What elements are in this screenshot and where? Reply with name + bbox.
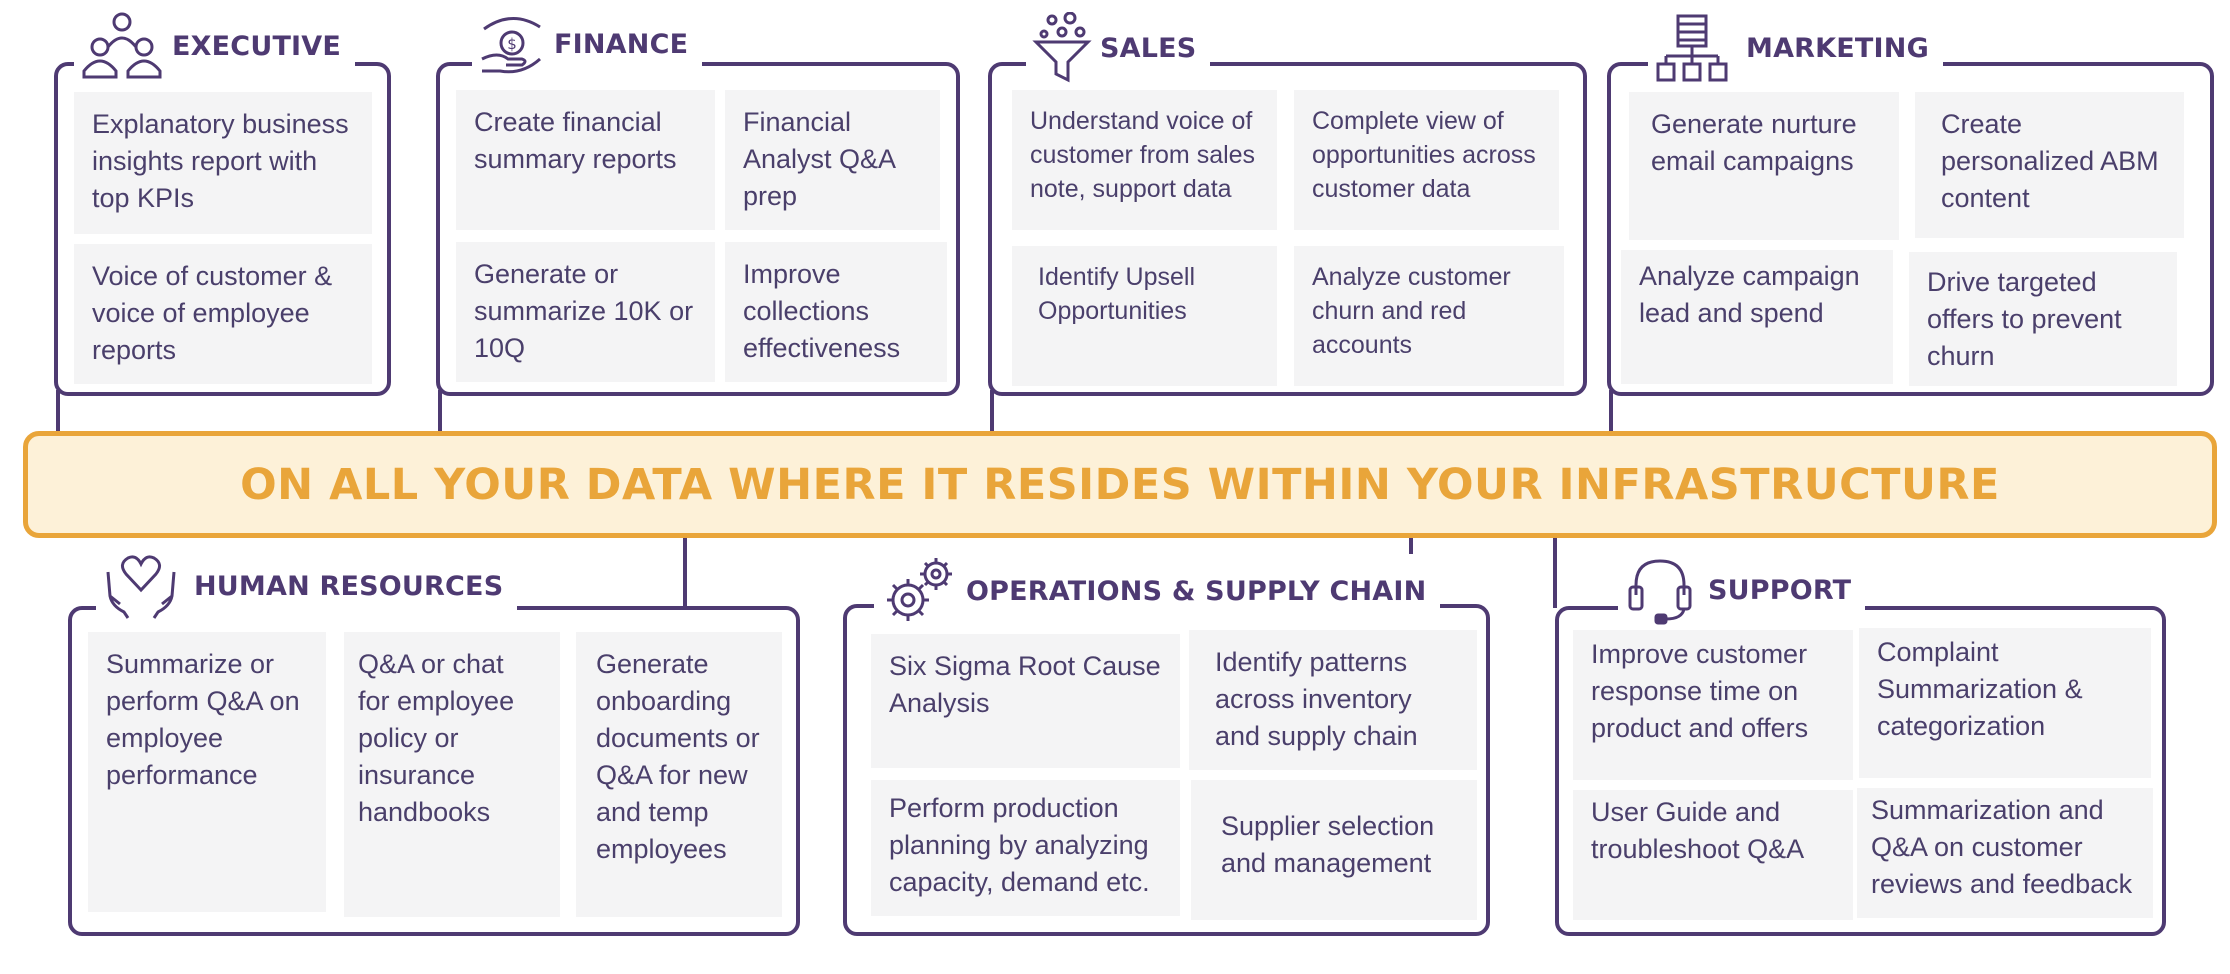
support-title: SUPPORT <box>1708 574 1852 606</box>
operations-title: OPERATIONS & SUPPLY CHAIN <box>966 575 1427 607</box>
hr-card-1: Summarize or perform Q&A on employee per… <box>88 632 326 912</box>
operations-panel: Six Sigma Root Cause Analysis Identify p… <box>843 604 1490 936</box>
sales-card-2: Complete view of opportunities across cu… <box>1294 90 1559 230</box>
marketing-card-2: Create personalized ABM content <box>1915 92 2184 238</box>
executive-title: EXECUTIVE <box>172 30 342 62</box>
hr-panel: Summarize or perform Q&A on employee per… <box>68 606 800 936</box>
marketing-panel: Generate nurture email campaigns Create … <box>1607 62 2214 396</box>
support-card-2: Complaint Summarization & categorization <box>1859 628 2151 778</box>
finance-card-3: Generate or summarize 10K or 10Q <box>456 242 715 382</box>
finance-card-4: Improve collections effectiveness <box>725 242 947 382</box>
banner-text: ON ALL YOUR DATA WHERE IT RESIDES WITHIN… <box>240 459 2000 510</box>
gears-icon <box>887 558 952 621</box>
connector-marketing <box>1609 390 1613 435</box>
headset-icon <box>1628 559 1692 625</box>
org-network-icon <box>1656 14 1728 82</box>
sales-panel: Understand voice of customer from sales … <box>988 62 1587 396</box>
hr-card-2: Q&A or chat for employee policy or insur… <box>344 632 560 917</box>
infrastructure-banner: ON ALL YOUR DATA WHERE IT RESIDES WITHIN… <box>23 431 2217 538</box>
executive-panel: Explanatory business insights report wit… <box>54 62 391 396</box>
finance-card-1: Create financial summary reports <box>456 90 715 230</box>
finance-card-2: Financial Analyst Q&A prep <box>725 90 940 230</box>
heart-hands-icon <box>106 555 176 619</box>
connector-finance <box>438 390 442 435</box>
marketing-title: MARKETING <box>1746 32 1929 64</box>
sales-card-1: Understand voice of customer from sales … <box>1012 90 1277 230</box>
support-card-3: User Guide and troubleshoot Q&A <box>1573 790 1853 920</box>
finance-panel: Create financial summary reports Financi… <box>436 62 960 396</box>
operations-header: OPERATIONS & SUPPLY CHAIN <box>874 554 1441 628</box>
hr-title: HUMAN RESOURCES <box>194 570 504 602</box>
svg-text:$: $ <box>507 35 517 53</box>
finance-header: $ FINANCE <box>472 14 703 74</box>
people-group-icon <box>82 12 162 79</box>
connector-executive <box>56 390 60 435</box>
sales-card-4: Analyze customer churn and red accounts <box>1294 246 1564 386</box>
executive-card-1: Explanatory business insights report wit… <box>74 92 372 234</box>
support-panel: Improve customer response time on produc… <box>1555 606 2166 936</box>
sales-card-3: Identify Upsell Opportunities <box>1012 246 1277 386</box>
support-card-1: Improve customer response time on produc… <box>1573 630 1853 780</box>
operations-card-1: Six Sigma Root Cause Analysis <box>871 634 1180 768</box>
connector-sales <box>990 390 994 435</box>
connector-support <box>1553 536 1557 608</box>
support-header: SUPPORT <box>1618 554 1866 626</box>
marketing-card-1: Generate nurture email campaigns <box>1629 92 1899 240</box>
marketing-card-3: Analyze campaign lead and spend <box>1621 250 1893 384</box>
operations-card-4: Supplier selection and management <box>1191 780 1477 920</box>
connector-hr <box>683 536 687 608</box>
marketing-header: MARKETING <box>1648 10 1943 86</box>
funnel-icon <box>1032 12 1092 83</box>
operations-card-3: Perform production planning by analyzing… <box>871 780 1180 916</box>
money-hand-icon: $ <box>481 17 541 74</box>
sales-header: SALES <box>1026 12 1211 84</box>
support-card-4: Summarization and Q&A on customer review… <box>1857 788 2153 918</box>
hr-card-3: Generate onboarding documents or Q&A for… <box>576 632 782 917</box>
hr-header: HUMAN RESOURCES <box>96 550 518 622</box>
finance-title: FINANCE <box>554 28 689 60</box>
executive-card-2: Voice of customer & voice of employee re… <box>74 244 372 384</box>
operations-card-2: Identify patterns across inventory and s… <box>1189 630 1477 770</box>
executive-header: EXECUTIVE <box>74 12 356 79</box>
marketing-card-4: Drive targeted offers to prevent churn <box>1909 252 2177 386</box>
sales-title: SALES <box>1100 32 1197 64</box>
